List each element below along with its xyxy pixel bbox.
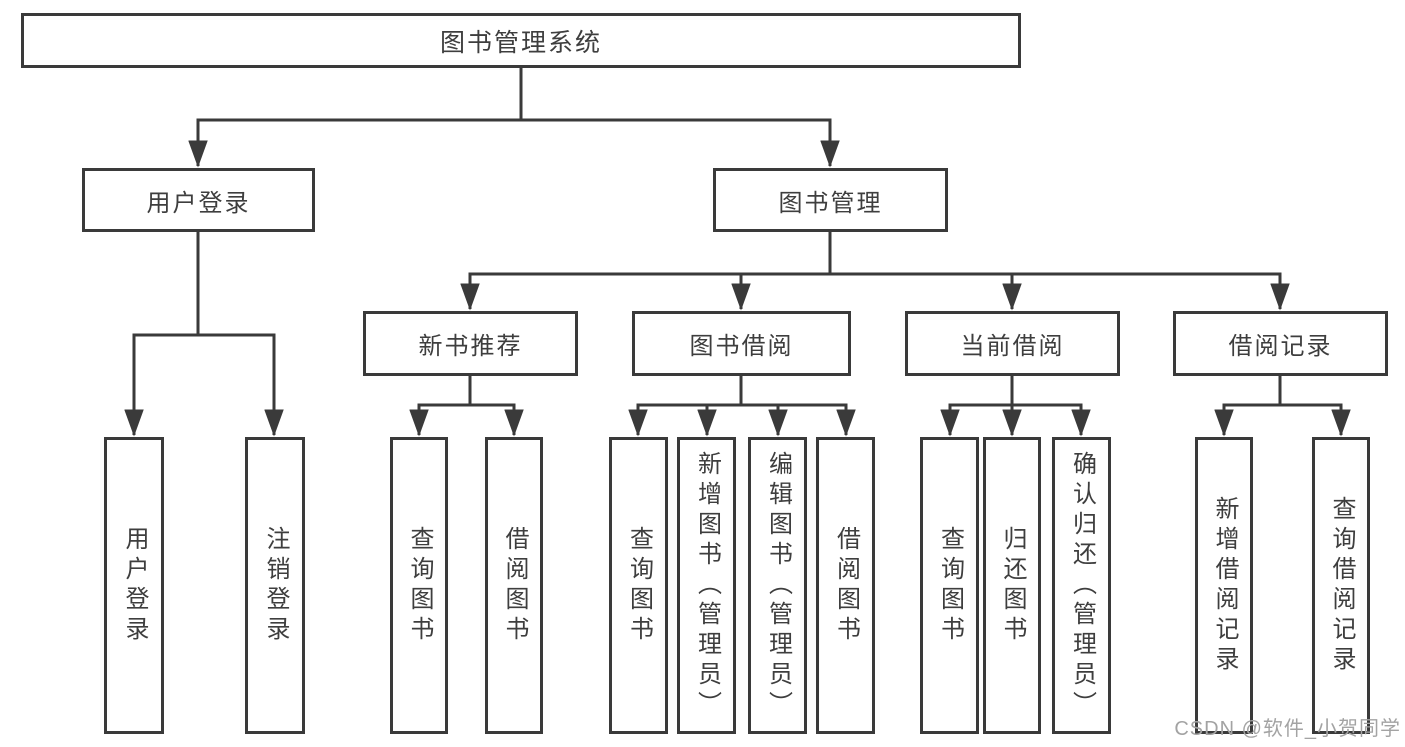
leaf-add-borrow-record: 新增借阅记录 bbox=[1195, 437, 1253, 734]
leaf-add-books-admin: 新增图书（管理员） bbox=[677, 437, 736, 734]
csdn-watermark: CSDN @软件_小贺同学 bbox=[1174, 718, 1401, 740]
node-user-login: 用户登录 bbox=[82, 168, 315, 232]
node-new-book-recommend: 新书推荐 bbox=[363, 311, 578, 376]
leaf-confirm-return-admin: 确认归还（管理员） bbox=[1052, 437, 1111, 734]
node-current-borrowing: 当前借阅 bbox=[905, 311, 1120, 376]
leaf-edit-books-admin: 编辑图书（管理员） bbox=[748, 437, 807, 734]
leaf-query-books-recommend: 查询图书 bbox=[390, 437, 448, 734]
node-borrowing-records: 借阅记录 bbox=[1173, 311, 1388, 376]
leaf-borrow-books-borrowing: 借阅图书 bbox=[816, 437, 875, 734]
node-book-borrowing: 图书借阅 bbox=[632, 311, 851, 376]
leaf-borrow-books-recommend: 借阅图书 bbox=[485, 437, 543, 734]
leaf-query-borrow-record: 查询借阅记录 bbox=[1312, 437, 1370, 734]
node-book-management: 图书管理 bbox=[713, 168, 948, 232]
leaf-return-books: 归还图书 bbox=[983, 437, 1041, 734]
leaf-user-login: 用户登录 bbox=[104, 437, 164, 734]
leaf-logout: 注销登录 bbox=[245, 437, 305, 734]
node-library-system: 图书管理系统 bbox=[21, 13, 1021, 68]
leaf-query-books-current: 查询图书 bbox=[920, 437, 979, 734]
leaf-query-books-borrowing: 查询图书 bbox=[609, 437, 668, 734]
